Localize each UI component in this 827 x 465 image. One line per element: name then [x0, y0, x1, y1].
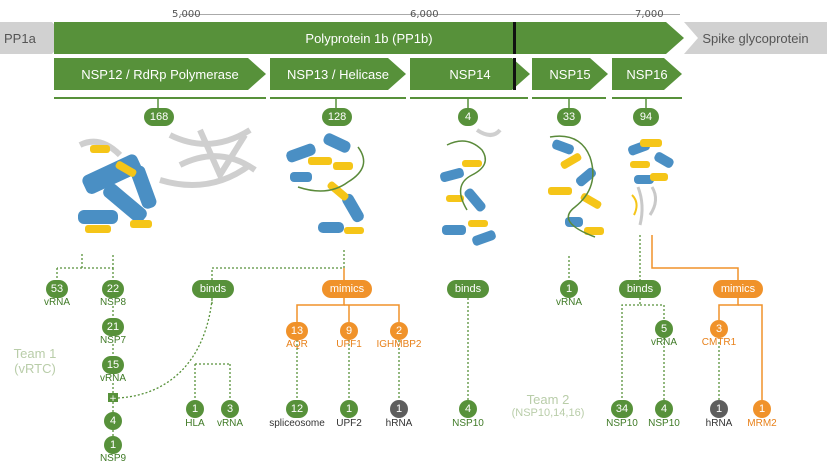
nsp13-vrna-label: vRNA	[216, 418, 244, 429]
nsp16-nsp10-count: 34	[611, 400, 633, 418]
nsp12-bracket	[54, 97, 266, 99]
upf1-label: UPF1	[336, 339, 362, 350]
nsp12-structure-image[interactable]	[60, 125, 260, 255]
nsp8-count: 22	[102, 280, 124, 298]
nsp12-vrna2-count: 15	[102, 356, 124, 374]
upf2-label: UPF2	[336, 418, 362, 429]
nsp16-binds-pill[interactable]: binds	[619, 280, 661, 298]
mrm2-count: 1	[753, 400, 771, 418]
nsp14-structure-image[interactable]	[432, 125, 504, 260]
ighmbp2-label: IGHMBP2	[376, 339, 422, 350]
team1-label: Team 1 (vRTC)	[2, 346, 68, 376]
spike-label: Spike glycoprotein	[702, 30, 809, 46]
nsp16-mimics-pill[interactable]: mimics	[713, 280, 763, 298]
team2-label: Team 2 (NSP10,14,16)	[498, 392, 598, 419]
nsp12-complex-count: 4	[104, 412, 122, 430]
upf2-count: 1	[340, 400, 358, 418]
nsp16-hrna-label: hRNA	[705, 418, 733, 429]
aqr-label: AQR	[286, 339, 308, 350]
nsp13-vrna-count: 3	[221, 400, 239, 418]
nsp16-bracket	[612, 97, 682, 99]
nsp15-label: NSP15	[549, 66, 591, 82]
nsp13-hrna-label: hRNA	[385, 418, 413, 429]
nsp16-vrna-label: vRNA	[650, 337, 678, 348]
spike-arrow[interactable]: Spike glycoprotein	[684, 22, 827, 54]
nsp12-label: NSP12 / RdRp Polymerase	[81, 66, 239, 82]
cmtr1-count: 3	[710, 320, 728, 338]
aqr-count: 13	[286, 322, 308, 340]
nsp16-label: NSP16	[626, 66, 668, 82]
nsp16-nsp10b-count: 4	[655, 400, 673, 418]
nsp14-arrow[interactable]: NSP14	[410, 58, 530, 90]
pp1b-arrow[interactable]: Polyprotein 1b (PP1b)	[54, 22, 684, 54]
nsp14-bracket	[410, 97, 528, 99]
nsp16-hrna-count: 1	[710, 400, 728, 418]
nsp13-hrna-count: 1	[390, 400, 408, 418]
nsp16-structure-image[interactable]	[620, 125, 682, 235]
nsp14-binds-pill[interactable]: binds	[447, 280, 489, 298]
mrm2-label: MRM2	[747, 418, 777, 429]
nsp13-mimics-pill[interactable]: mimics	[322, 280, 372, 298]
team1-name: Team 1	[13, 346, 57, 361]
nsp12-vrna-label: vRNA	[43, 297, 71, 308]
nsp13-structure-image[interactable]	[278, 127, 388, 252]
nsp15-vrna-count: 1	[560, 280, 578, 298]
spliceosome-label: spliceosome	[269, 418, 325, 429]
nsp13-label: NSP13 / Helicase	[287, 66, 389, 82]
pp1a-label: PP1a	[4, 30, 36, 46]
nsp16-nsp10-label: NSP10	[606, 418, 638, 429]
svg-text:+: +	[109, 394, 117, 404]
nsp14-nsp10-count: 4	[459, 400, 477, 418]
nsp9-label: NSP9	[99, 453, 127, 464]
nsp13-binds-pill[interactable]: binds	[192, 280, 234, 298]
upf1-count: 9	[340, 322, 358, 340]
team2-name: Team 2	[526, 392, 570, 407]
nsp16-vrna-count: 5	[655, 320, 673, 338]
ighmbp2-count: 2	[390, 322, 408, 340]
nsp15-structure-image[interactable]	[540, 127, 612, 247]
nsp12-arrow[interactable]: NSP12 / RdRp Polymerase	[54, 58, 266, 90]
nsp15-structure-count: 33	[557, 108, 581, 126]
nsp9-count: 1	[104, 436, 122, 454]
nsp12-vrna2-label: vRNA	[99, 373, 127, 384]
nsp14-label: NSP14	[449, 66, 491, 82]
nsp16-structure-count: 94	[633, 108, 659, 126]
nsp13-arrow[interactable]: NSP13 / Helicase	[270, 58, 406, 90]
ruler-tick: 7,000	[635, 9, 664, 20]
team2-sub: (NSP10,14,16)	[511, 407, 585, 419]
nsp8-label: NSP8	[99, 297, 127, 308]
ruler-tick: 6,000	[410, 9, 439, 20]
frame-divider	[513, 22, 516, 54]
nsp7-count: 21	[102, 318, 124, 336]
sequence-ruler: 5,000 6,000 7,000	[172, 0, 680, 20]
hla-label: HLA	[185, 418, 205, 429]
nsp12-vrna-count: 53	[46, 280, 68, 298]
nsp13-bracket	[270, 97, 406, 99]
nsp15-vrna-label: vRNA	[555, 297, 583, 308]
nsp14-structure-count: 4	[458, 108, 478, 126]
nsp13-structure-count: 128	[322, 108, 352, 126]
frame-divider-2	[513, 58, 516, 90]
ruler-tick: 5,000	[172, 9, 201, 20]
nsp7-label: NSP7	[99, 335, 127, 346]
nsp16-nsp10b-label: NSP10	[648, 418, 680, 429]
hla-count: 1	[186, 400, 204, 418]
nsp15-bracket	[532, 97, 606, 99]
cmtr1-label: CMTR1	[701, 337, 737, 348]
spliceosome-count: 12	[286, 400, 308, 418]
nsp12-structure-count: 168	[144, 108, 174, 126]
team1-sub: (vRTC)	[14, 361, 56, 376]
nsp14-nsp10-label: NSP10	[452, 418, 484, 429]
nsp15-arrow[interactable]: NSP15	[532, 58, 608, 90]
pp1b-label: Polyprotein 1b (PP1b)	[305, 30, 433, 46]
